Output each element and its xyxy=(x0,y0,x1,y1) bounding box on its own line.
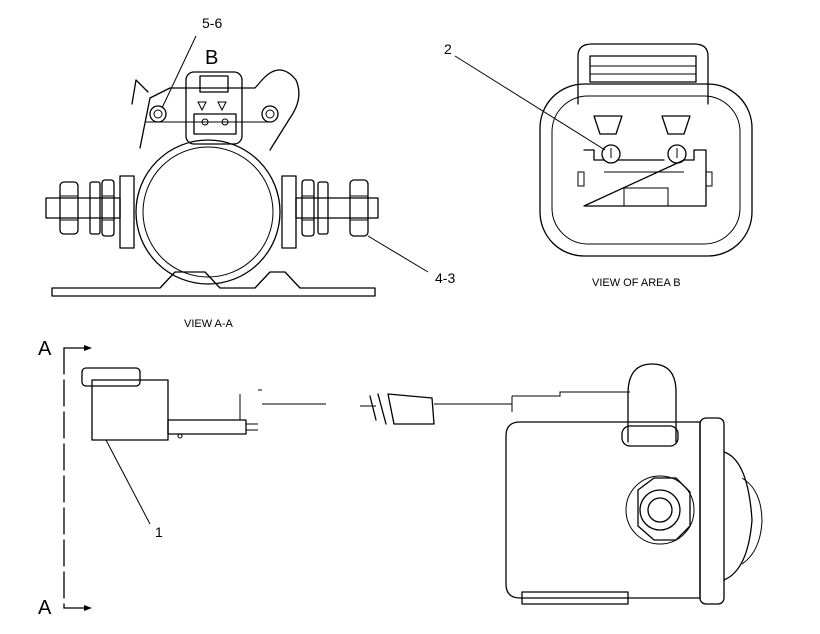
connector-bracket xyxy=(139,69,300,151)
right-nut-inner xyxy=(301,179,315,237)
key-wedge-left xyxy=(593,115,623,135)
section-label-bottom: A xyxy=(38,597,52,619)
leader-5-6 xyxy=(161,35,197,109)
solenoid-side-view xyxy=(505,363,763,605)
section-label-top: A xyxy=(38,338,52,360)
callout-1: 1 xyxy=(155,524,163,540)
section-arrow-top xyxy=(84,345,92,351)
callout-2: 2 xyxy=(444,41,452,57)
right-nut-outer xyxy=(349,179,369,237)
leader-2 xyxy=(454,55,606,151)
left-nut-outer xyxy=(59,181,79,235)
wire-harness xyxy=(258,389,630,425)
solenoid-body xyxy=(135,139,281,285)
connector-terminal-plate xyxy=(167,419,247,435)
right-stud xyxy=(295,197,379,219)
left-terminal-block xyxy=(119,175,135,249)
caption-view-of-area-b: VIEW OF AREA B xyxy=(592,277,681,289)
harness-connector xyxy=(81,367,258,441)
boot-collar xyxy=(621,425,679,447)
wire-break-mark-right xyxy=(377,393,387,425)
latch-window xyxy=(589,55,697,83)
wire-break-mark-left xyxy=(369,395,377,421)
view-of-area-b xyxy=(539,43,753,257)
bracket-hole-right xyxy=(261,105,279,123)
nut-washer xyxy=(639,489,681,531)
view-a-a xyxy=(45,69,379,297)
callout-4-3: 4-3 xyxy=(435,270,455,286)
terminal-pin-right xyxy=(667,144,687,164)
end-flange xyxy=(699,417,725,605)
solenoid-side-body xyxy=(505,421,701,599)
right-washer xyxy=(317,181,329,235)
terminal-cavity xyxy=(583,149,707,207)
section-arrow-bottom xyxy=(84,605,92,611)
connector-face-latch xyxy=(577,43,709,105)
wire-sleeve xyxy=(387,393,435,425)
connector-housing xyxy=(185,71,243,145)
cable-boot xyxy=(627,363,677,443)
connector-lock-tab xyxy=(81,367,141,387)
callout-5-6: 5-6 xyxy=(202,15,222,31)
connector-latch xyxy=(199,75,229,93)
view-marker-b: B xyxy=(205,47,218,69)
section-line-a-a xyxy=(63,345,92,611)
harness-connector-body xyxy=(91,379,169,441)
left-washer xyxy=(89,181,101,235)
left-stud xyxy=(45,197,121,219)
hex-nut xyxy=(637,477,691,541)
connector-face-inner xyxy=(551,95,741,245)
bracket-hole-left xyxy=(149,105,167,123)
side-base-plate xyxy=(521,591,629,605)
end-cap-dome xyxy=(723,451,753,581)
connector-terminal-block xyxy=(193,113,237,135)
mounting-bracket xyxy=(51,271,376,297)
connector-face-outer xyxy=(539,83,753,257)
left-nut-inner xyxy=(101,179,115,237)
caption-view-a-a: VIEW A-A xyxy=(184,318,234,330)
leader-1 xyxy=(105,439,151,525)
terminal-pin-left xyxy=(601,144,621,164)
nut-bore xyxy=(647,497,673,523)
bracket-tab xyxy=(131,79,149,105)
solenoid-body-inner xyxy=(142,146,274,278)
right-terminal-block xyxy=(281,175,297,249)
key-wedge-right xyxy=(661,115,691,135)
leader-4-3 xyxy=(367,235,429,273)
